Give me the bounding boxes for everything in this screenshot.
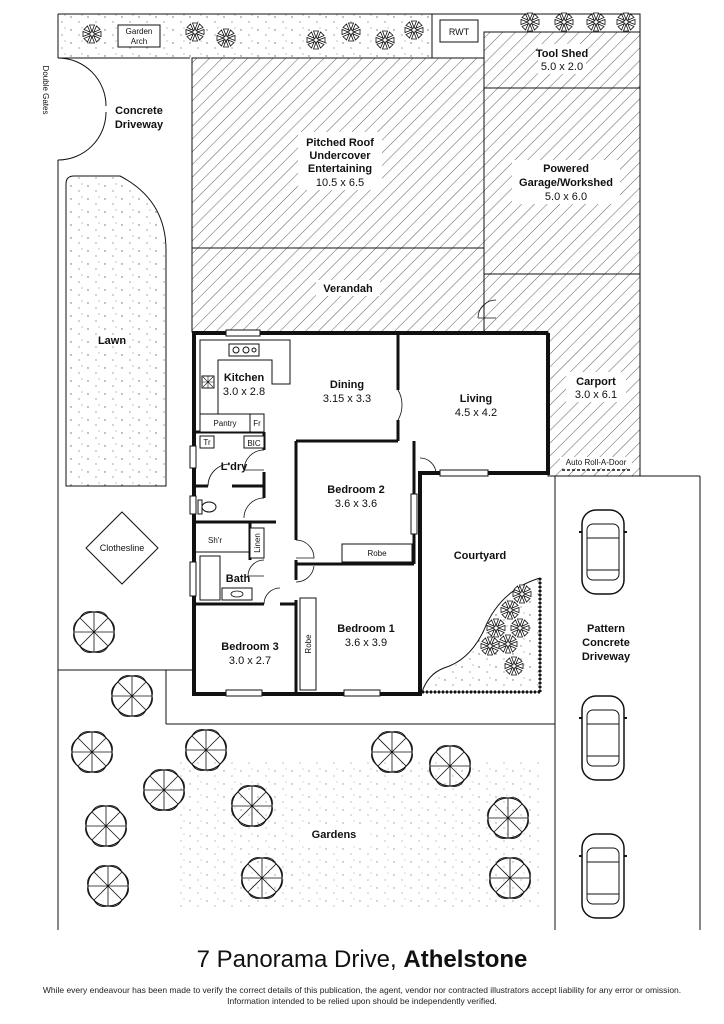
address-street: 7 Panorama Drive, xyxy=(196,946,404,973)
pantry-label: Pantry xyxy=(213,419,236,428)
entertaining-name-3: Entertaining xyxy=(308,163,372,175)
car-icon xyxy=(578,833,628,919)
flower-icon xyxy=(504,656,524,676)
flower-icon xyxy=(498,634,518,654)
bedroom1-size: 3.6 x 3.9 xyxy=(345,637,387,649)
carport-size: 3.0 x 6.1 xyxy=(575,389,617,401)
linen-label: Linen xyxy=(253,533,262,553)
pattern-driveway-label-2: Concrete xyxy=(582,637,630,649)
laundry-label: L'dry xyxy=(221,461,248,473)
living-size: 4.5 x 4.2 xyxy=(455,407,497,419)
bedroom2-size: 3.6 x 3.6 xyxy=(335,498,377,510)
house: Pantry Fr Tr BIC Sh'r Linen Robe Robe Ki… xyxy=(189,329,550,697)
garage-name-2: Garage/Workshed xyxy=(519,177,613,189)
double-gates: Double Gates xyxy=(41,57,107,161)
tree-icon xyxy=(71,731,113,773)
floor-plan: Garden Arch RWT Tool Shed 5.0 x 2.0 Pitc… xyxy=(41,12,701,930)
flower-icon xyxy=(512,584,532,604)
garden-arch-label-1: Garden xyxy=(126,27,153,36)
lawn-label: Lawn xyxy=(98,335,126,347)
concrete-driveway-label-1: Concrete xyxy=(115,105,163,117)
tool-shed-size: 5.0 x 2.0 xyxy=(541,61,583,73)
flower-icon xyxy=(510,618,530,638)
garage-size: 5.0 x 6.0 xyxy=(545,191,587,203)
flower-icon xyxy=(404,20,424,40)
garage-name-1: Powered xyxy=(543,163,589,175)
bedroom2-name: Bedroom 2 xyxy=(327,484,384,496)
flower-icon xyxy=(82,24,102,44)
bedroom3-size: 3.0 x 2.7 xyxy=(229,655,271,667)
flower-icon xyxy=(216,28,236,48)
clothesline-label: Clothesline xyxy=(100,543,145,553)
kitchen-name: Kitchen xyxy=(224,372,265,384)
lawn: Lawn xyxy=(65,175,167,487)
carport-name: Carport xyxy=(576,376,616,388)
robe-label-bedroom2: Robe xyxy=(367,549,387,558)
tool-shed: Tool Shed 5.0 x 2.0 xyxy=(483,31,641,89)
robe-label-bedroom1: Robe xyxy=(304,634,313,654)
dining-name: Dining xyxy=(330,379,364,391)
flower-icon xyxy=(341,22,361,42)
entertaining-size: 10.5 x 6.5 xyxy=(316,177,364,189)
courtyard-label: Courtyard xyxy=(454,550,507,562)
verandah: Verandah xyxy=(191,247,485,333)
door-swing xyxy=(477,299,497,319)
courtyard-garden xyxy=(421,577,542,694)
pattern-driveway-label-3: Driveway xyxy=(582,651,631,663)
entertaining-name-2: Undercover xyxy=(309,150,371,162)
carport: Carport 3.0 x 6.1 Auto Roll-A-Door xyxy=(483,273,641,477)
verandah-label: Verandah xyxy=(323,283,373,295)
tool-shed-name: Tool Shed xyxy=(536,48,588,60)
flower-icon xyxy=(616,12,636,32)
fridge-label: Fr xyxy=(253,419,261,428)
tree-icon xyxy=(143,769,185,811)
auto-door-label: Auto Roll-A-Door xyxy=(566,458,627,467)
flower-icon xyxy=(520,12,540,32)
flower-icon xyxy=(480,636,500,656)
gardens-label: Gardens xyxy=(312,829,357,841)
tree-icon xyxy=(73,611,115,653)
double-gates-label: Double Gates xyxy=(41,66,50,115)
disclaimer-text: While every endeavour has been made to v… xyxy=(42,985,682,1006)
kitchen-size: 3.0 x 2.8 xyxy=(223,386,265,398)
bedroom1-name: Bedroom 1 xyxy=(337,623,394,635)
flower-icon xyxy=(306,30,326,50)
trough-label: Tr xyxy=(203,438,211,447)
garden-arch-label-2: Arch xyxy=(131,37,147,46)
rainwater-tank: RWT xyxy=(439,19,479,43)
pattern-driveway-label-1: Pattern xyxy=(587,623,625,635)
flower-icon xyxy=(185,22,205,42)
flower-icon xyxy=(486,618,506,638)
entertaining-area: Pitched Roof Undercover Entertaining 10.… xyxy=(191,57,485,249)
flower-icon xyxy=(500,600,520,620)
car-icon xyxy=(578,695,628,781)
rwt-label: RWT xyxy=(449,27,470,37)
flower-icon xyxy=(554,12,574,32)
concrete-driveway-label-2: Driveway xyxy=(115,119,164,131)
flower-icon xyxy=(375,30,395,50)
tree-icon xyxy=(85,805,127,847)
garage-workshed: Powered Garage/Workshed 5.0 x 6.0 xyxy=(483,87,641,275)
entertaining-name-1: Pitched Roof xyxy=(306,137,374,149)
shower-label: Sh'r xyxy=(208,536,222,545)
address-suburb: Athelstone xyxy=(403,946,528,973)
clothesline: Clothesline xyxy=(85,511,159,585)
bedroom3-name: Bedroom 3 xyxy=(221,641,278,653)
tree-icon xyxy=(111,675,153,717)
bath-label: Bath xyxy=(226,573,251,585)
dining-size: 3.15 x 3.3 xyxy=(323,393,371,405)
garden-arch: Garden Arch xyxy=(117,24,161,48)
flower-icon xyxy=(586,12,606,32)
car-icon xyxy=(578,509,628,595)
living-name: Living xyxy=(460,393,492,405)
property-address: 7 Panorama Drive, Athelstone xyxy=(0,946,724,974)
tree-icon xyxy=(87,865,129,907)
bic-label: BIC xyxy=(247,439,261,448)
